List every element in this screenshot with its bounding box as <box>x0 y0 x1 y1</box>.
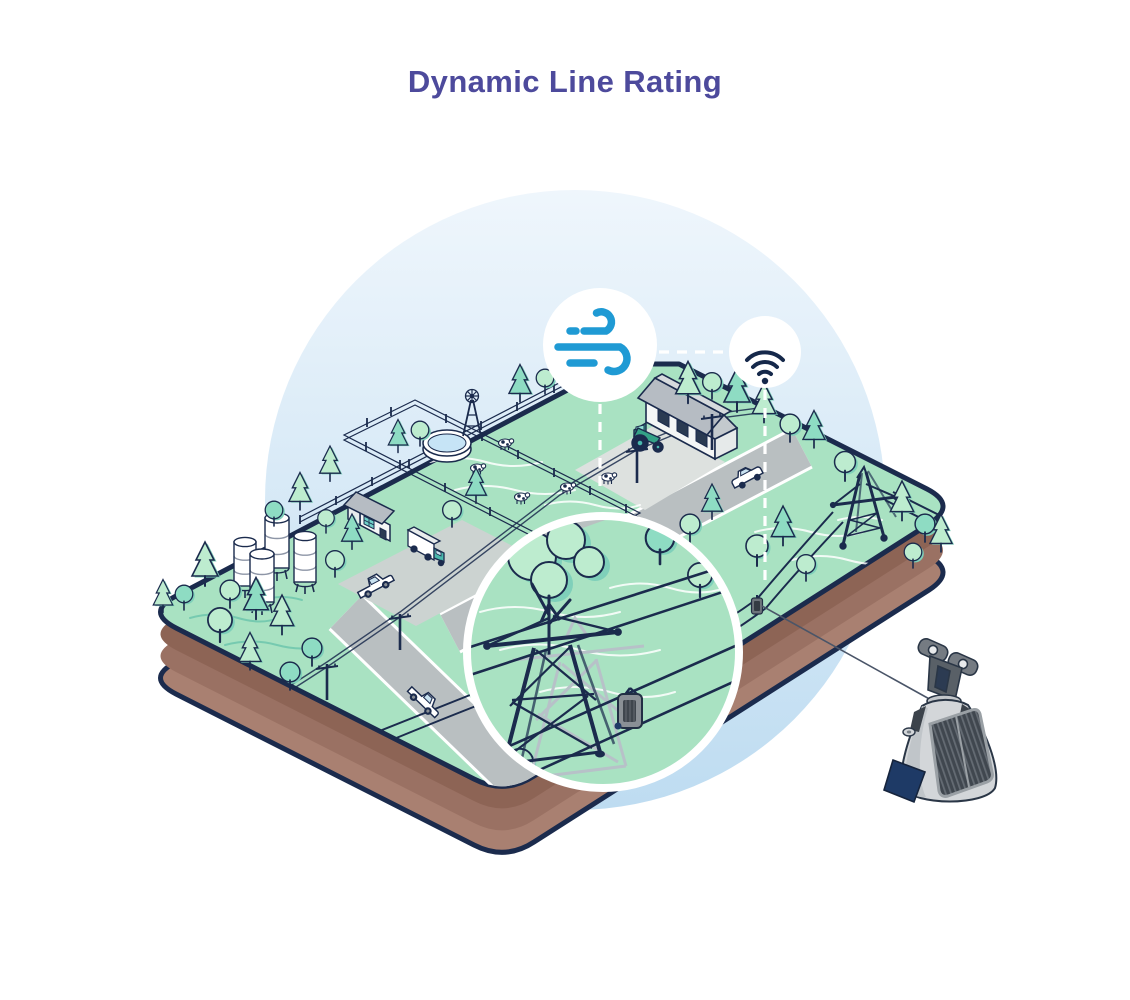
line-sensor-magnified <box>614 687 643 730</box>
farmhouse <box>342 491 396 543</box>
dlr-sensor-device <box>883 638 998 804</box>
pond <box>422 429 472 463</box>
windmill <box>462 388 482 437</box>
box-truck <box>406 526 445 567</box>
callout-line <box>761 605 934 702</box>
wifi-icon <box>745 350 785 385</box>
line-sensor <box>750 595 764 615</box>
magnifier-ring <box>463 512 743 792</box>
page-title: Dynamic Line Rating <box>407 64 723 99</box>
wifi-circle <box>729 316 801 388</box>
parking-lot <box>338 520 540 626</box>
magnified-tree <box>507 520 610 657</box>
device-clamp <box>917 638 979 702</box>
wind-icon <box>554 308 631 376</box>
farmyard <box>575 425 725 510</box>
dashed-connectors <box>598 350 767 585</box>
wind-circle <box>543 288 657 402</box>
device-solar-panel <box>928 708 994 798</box>
silo <box>293 530 317 594</box>
road-south <box>328 594 546 787</box>
device-wedge <box>883 758 927 804</box>
